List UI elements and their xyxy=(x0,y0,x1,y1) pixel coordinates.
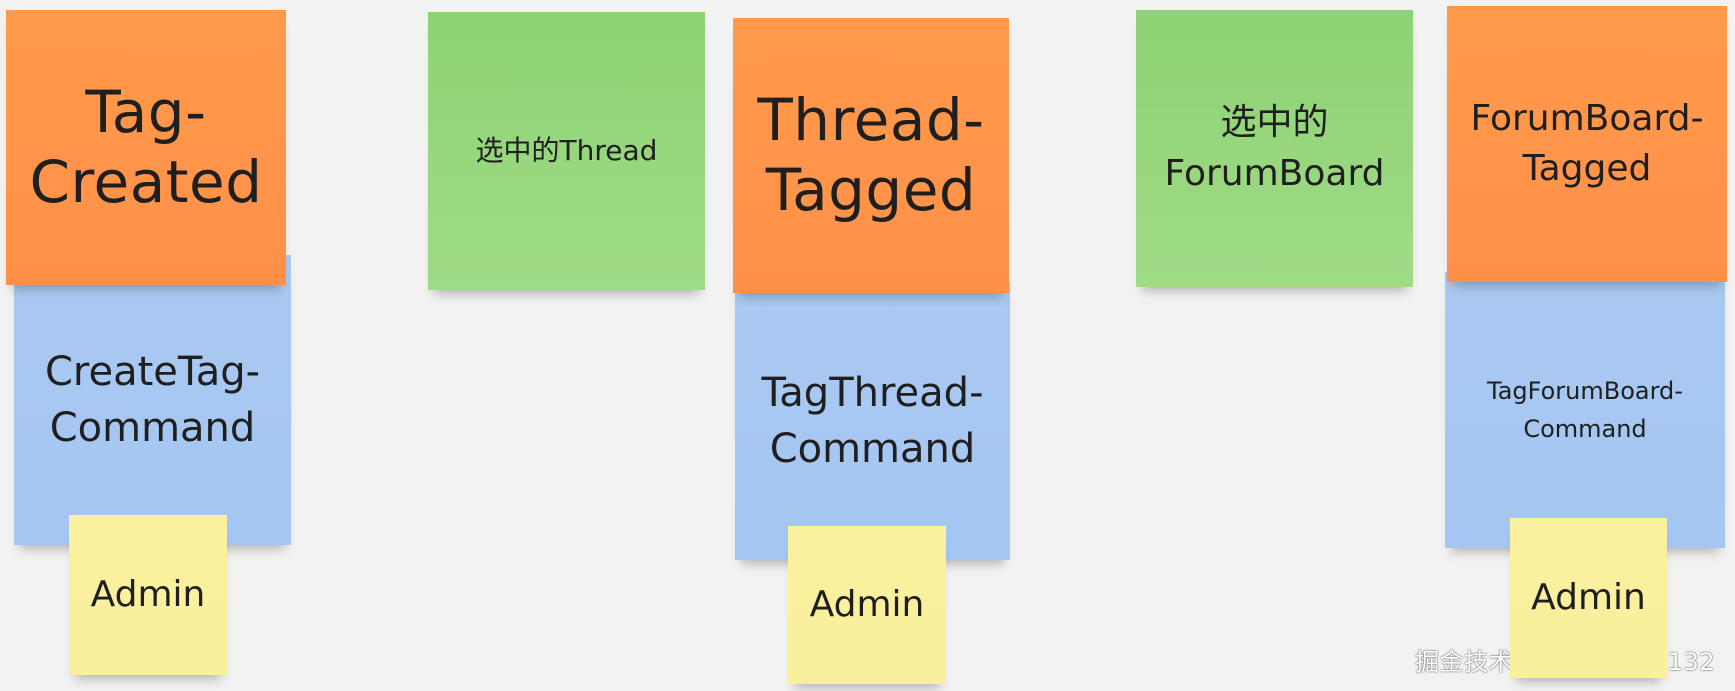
tag-forumboard-command-note[interactable]: TagForumBoard- Command xyxy=(1445,272,1725,548)
event-label: Thread- Tagged xyxy=(757,85,985,224)
command-label: TagForumBoard- Command xyxy=(1487,376,1683,443)
admin-actor-note-2[interactable]: Admin xyxy=(788,526,946,684)
admin-actor-note-3[interactable]: Admin xyxy=(1510,518,1667,678)
event-label: ForumBoard- Tagged xyxy=(1470,97,1704,189)
actor-label: Admin xyxy=(809,583,925,625)
admin-actor-note-1[interactable]: Admin xyxy=(69,515,227,675)
read-model-label: 选中的 ForumBoard xyxy=(1164,102,1385,194)
tag-created-event-note[interactable]: Tag- Created xyxy=(6,10,286,285)
event-label: Tag- Created xyxy=(29,77,263,216)
read-model-label: 选中的Thread xyxy=(475,134,658,167)
thread-tagged-event-note[interactable]: Thread- Tagged xyxy=(733,18,1009,293)
command-label: CreateTag- Command xyxy=(44,349,261,451)
forumboard-tagged-event-note[interactable]: ForumBoard- Tagged xyxy=(1447,6,1727,282)
actor-label: Admin xyxy=(90,573,206,615)
command-label: TagThread- Command xyxy=(761,370,984,472)
selected-forumboard-read-model-note[interactable]: 选中的 ForumBoard xyxy=(1136,10,1413,287)
selected-thread-read-model-note[interactable]: 选中的Thread xyxy=(428,12,705,290)
create-tag-command-note[interactable]: CreateTag- Command xyxy=(14,255,291,545)
actor-label: Admin xyxy=(1531,576,1646,618)
tag-thread-command-note[interactable]: TagThread- Command xyxy=(735,282,1010,560)
